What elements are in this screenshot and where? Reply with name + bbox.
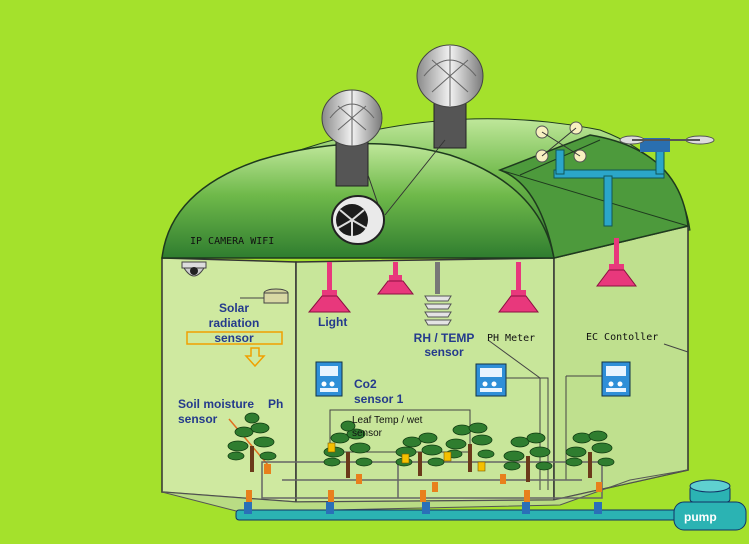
turbine-vent-right	[416, 44, 484, 149]
solar-label-line1: Solar	[218, 301, 249, 315]
solar-label-line3: sensor	[214, 331, 254, 345]
co2-controller-icon	[315, 361, 343, 397]
rh-temp-label-line1: RH / TEMP	[413, 331, 475, 345]
ph-label: Ph	[268, 397, 284, 411]
leaf-sensor-label-line2: sensor	[352, 428, 383, 439]
side-roof	[497, 134, 689, 259]
leaf-sensors	[327, 442, 486, 472]
ph-meter-label: PH Meter	[487, 333, 536, 344]
grow-light-1	[307, 262, 352, 313]
grow-light-4	[596, 238, 637, 287]
turbine-vent-left	[321, 89, 383, 187]
solar-label-line2: radiation	[208, 316, 260, 330]
camera-icon	[181, 261, 207, 277]
ph-controller-icon	[475, 363, 507, 397]
exhaust-fan-icon	[331, 195, 385, 245]
solar-sensor-icon	[186, 288, 289, 368]
co2-label-line2: sensor 1	[354, 392, 404, 406]
weather-station-icon	[535, 121, 715, 227]
soil-moisture-label-line2: sensor	[178, 412, 218, 426]
pump-icon	[673, 479, 747, 531]
ec-controller-icon	[601, 361, 631, 397]
light-label: Light	[318, 315, 348, 329]
rh-temp-sensor-icon	[424, 262, 452, 326]
soil-sensors	[246, 464, 602, 502]
leaf-sensor-label-line1: Leaf Temp / wet	[352, 415, 423, 426]
grow-light-2	[376, 262, 415, 295]
rh-temp-label-line2: sensor	[424, 345, 464, 359]
pump-label: pump	[684, 510, 717, 524]
soil-moisture-label-line1: Soil moisture	[178, 397, 255, 411]
ec-controller-label: EC Contoller	[586, 332, 659, 343]
irrigation-pipe	[235, 502, 693, 521]
grow-light-3	[498, 262, 539, 313]
ip-camera-label: IP CAMERA WIFI	[190, 236, 275, 247]
co2-label-line1: Co2	[354, 377, 377, 391]
